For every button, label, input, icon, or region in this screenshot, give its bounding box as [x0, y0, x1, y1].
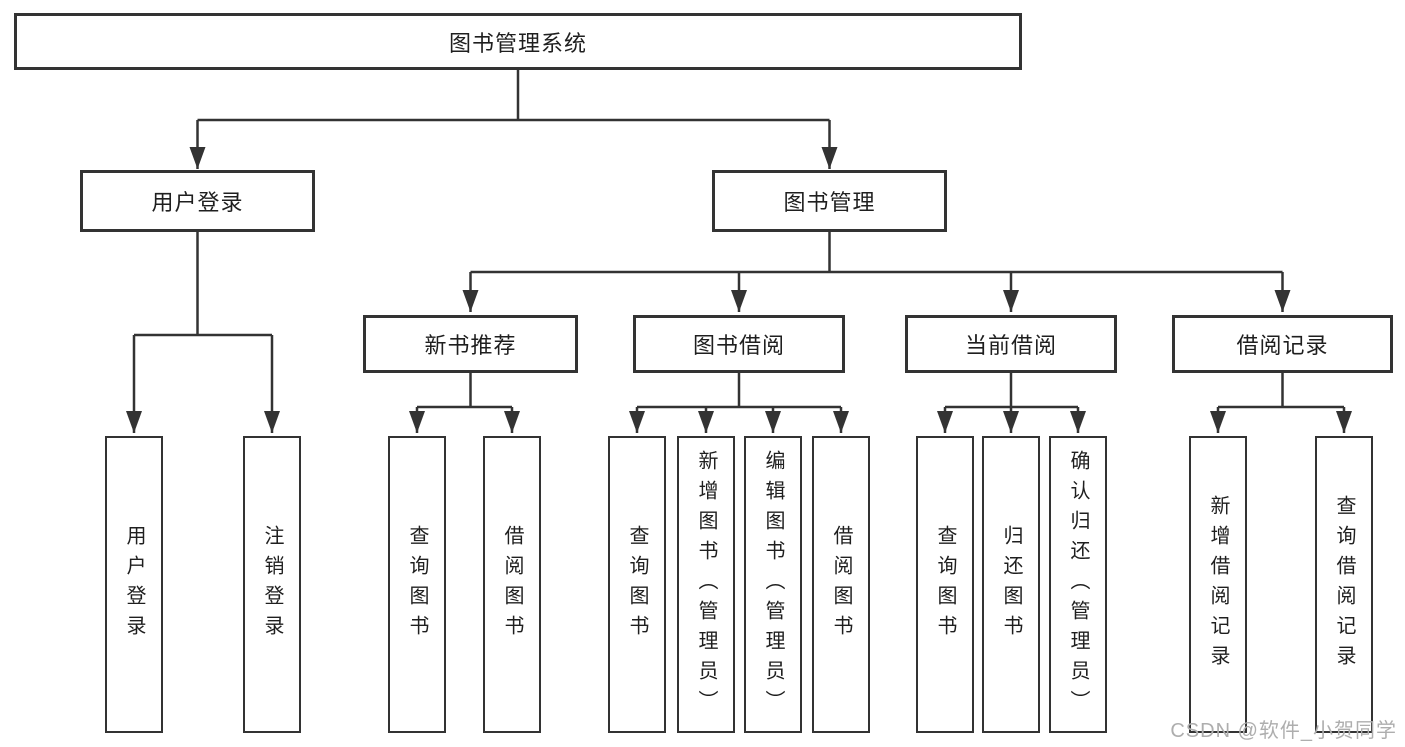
- leaf-bb-borrow-book-label: 借阅图书: [830, 524, 852, 645]
- leaf-bb-edit-book-admin: 编辑图书（管理员）: [744, 436, 802, 733]
- leaf-cb-return-book-label: 归还图书: [1000, 524, 1022, 645]
- leaf-nbr-query-book: 查询图书: [388, 436, 446, 733]
- leaf-cb-return-book: 归还图书: [982, 436, 1040, 733]
- node-book-borrow: 图书借阅: [633, 315, 845, 373]
- leaf-cb-confirm-return-admin: 确认归还（管理员）: [1049, 436, 1107, 733]
- node-book-management: 图书管理: [712, 170, 947, 232]
- leaf-cb-query-book: 查询图书: [916, 436, 974, 733]
- watermark-text: CSDN @软件_小贺同学: [1170, 720, 1397, 742]
- leaf-logout: 注销登录: [243, 436, 301, 733]
- leaf-bb-add-book-admin: 新增图书（管理员）: [677, 436, 735, 733]
- leaf-bb-add-book-admin-label: 新增图书（管理员）: [695, 449, 717, 720]
- leaf-br-add-record: 新增借阅记录: [1189, 436, 1247, 733]
- leaf-nbr-borrow-book-label: 借阅图书: [501, 524, 523, 645]
- leaf-br-add-record-label: 新增借阅记录: [1207, 494, 1229, 675]
- leaf-br-query-record: 查询借阅记录: [1315, 436, 1373, 733]
- leaf-cb-confirm-return-admin-label: 确认归还（管理员）: [1067, 449, 1089, 720]
- leaf-nbr-query-book-label: 查询图书: [406, 524, 428, 645]
- leaf-bb-edit-book-admin-label: 编辑图书（管理员）: [762, 449, 784, 720]
- node-borrow-records: 借阅记录: [1172, 315, 1393, 373]
- leaf-cb-query-book-label: 查询图书: [934, 524, 956, 645]
- leaf-bb-query-book: 查询图书: [608, 436, 666, 733]
- node-current-borrow: 当前借阅: [905, 315, 1117, 373]
- leaf-bb-query-book-label: 查询图书: [626, 524, 648, 645]
- node-new-book-recommend: 新书推荐: [363, 315, 578, 373]
- leaf-nbr-borrow-book: 借阅图书: [483, 436, 541, 733]
- leaf-user-login: 用户登录: [105, 436, 163, 733]
- node-root: 图书管理系统: [14, 13, 1022, 70]
- leaf-br-query-record-label: 查询借阅记录: [1333, 494, 1355, 675]
- leaf-logout-label: 注销登录: [261, 524, 283, 645]
- leaf-user-login-label: 用户登录: [123, 524, 145, 645]
- node-user-login: 用户登录: [80, 170, 315, 232]
- leaf-bb-borrow-book: 借阅图书: [812, 436, 870, 733]
